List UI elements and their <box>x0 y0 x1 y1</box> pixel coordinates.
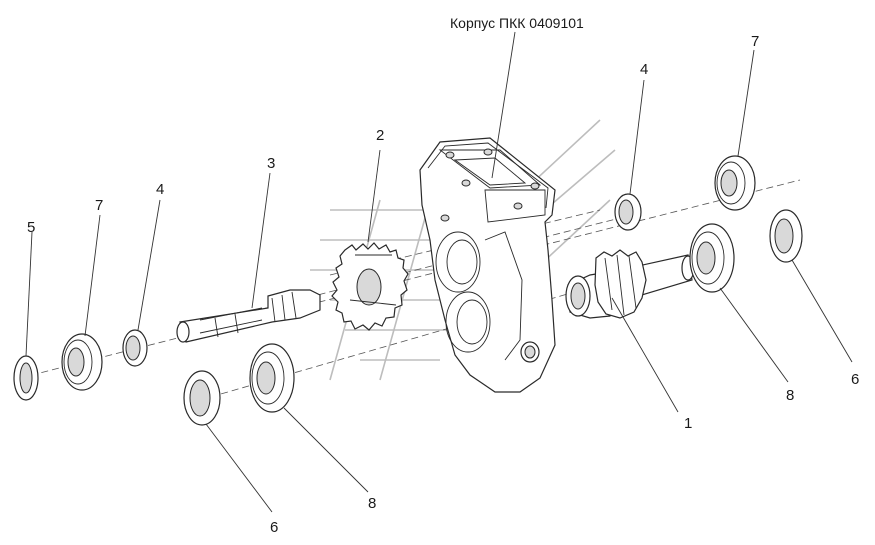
callout-8-left: 8 <box>368 495 376 512</box>
callout-1: 1 <box>684 415 692 432</box>
bearing-part-7-left <box>61 333 103 391</box>
assembly-axis-lines <box>19 179 801 401</box>
callout-6-right: 6 <box>851 371 859 388</box>
gear-shaft-part-1 <box>565 249 695 319</box>
bearing-part-8-left <box>249 343 295 413</box>
callout-4-right: 4 <box>640 61 648 78</box>
shaft-part-3 <box>176 289 321 343</box>
callout-6-left: 6 <box>270 519 278 536</box>
callout-7-right: 7 <box>751 33 759 50</box>
housing-part <box>419 137 556 393</box>
seal-part-6-right <box>769 209 803 263</box>
bearing-part-7-right <box>714 155 756 211</box>
callout-3: 3 <box>267 155 275 172</box>
callout-2: 2 <box>376 127 384 144</box>
housing-title-label: Корпус ПКК 0409101 <box>450 15 584 31</box>
seal-part-5-left <box>13 355 39 401</box>
bearing-part-8-right <box>689 223 735 293</box>
ring-part-4-left <box>122 329 148 367</box>
ring-part-4-right <box>614 193 642 231</box>
callout-8-right: 8 <box>786 387 794 404</box>
callout-7-left: 7 <box>95 197 103 214</box>
callout-5: 5 <box>27 219 35 236</box>
leader-lines <box>25 31 853 513</box>
gear-part-2 <box>331 242 409 331</box>
seal-part-6-left <box>183 370 221 426</box>
callout-4-left: 4 <box>156 181 164 198</box>
